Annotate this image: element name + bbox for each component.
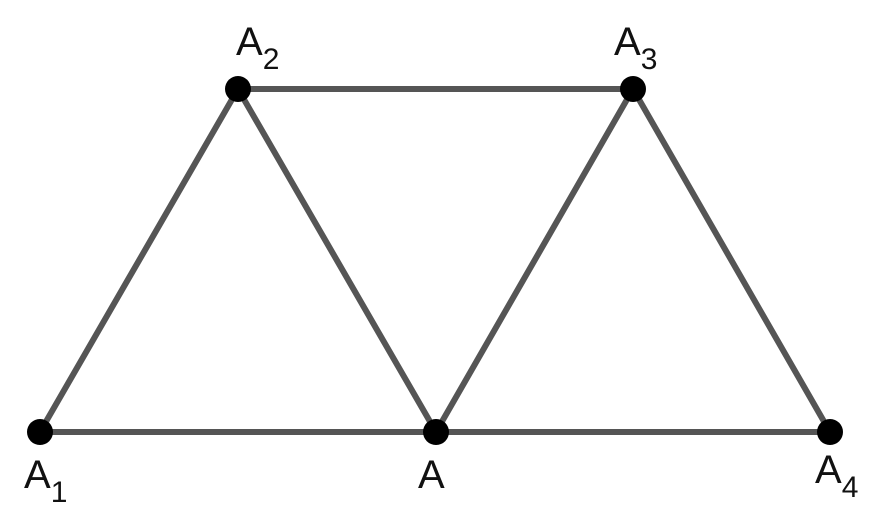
edges-group <box>37 86 833 435</box>
label-A2: A2 <box>236 20 279 76</box>
label-A: A <box>418 453 445 497</box>
label-A1: A1 <box>24 453 67 509</box>
edge-A1-A2 <box>37 86 241 435</box>
vertices-group <box>27 76 843 445</box>
vertex-A2 <box>225 76 251 102</box>
edge-A-A3 <box>433 86 636 435</box>
label-A3: A3 <box>614 20 657 76</box>
vertex-A4 <box>817 419 843 445</box>
vertex-A3 <box>620 76 646 102</box>
vertex-A <box>423 419 449 445</box>
label-A4: A4 <box>815 448 858 504</box>
edge-A2-A <box>235 86 439 435</box>
edge-A3-A4 <box>630 86 833 435</box>
vertex-A1 <box>27 419 53 445</box>
